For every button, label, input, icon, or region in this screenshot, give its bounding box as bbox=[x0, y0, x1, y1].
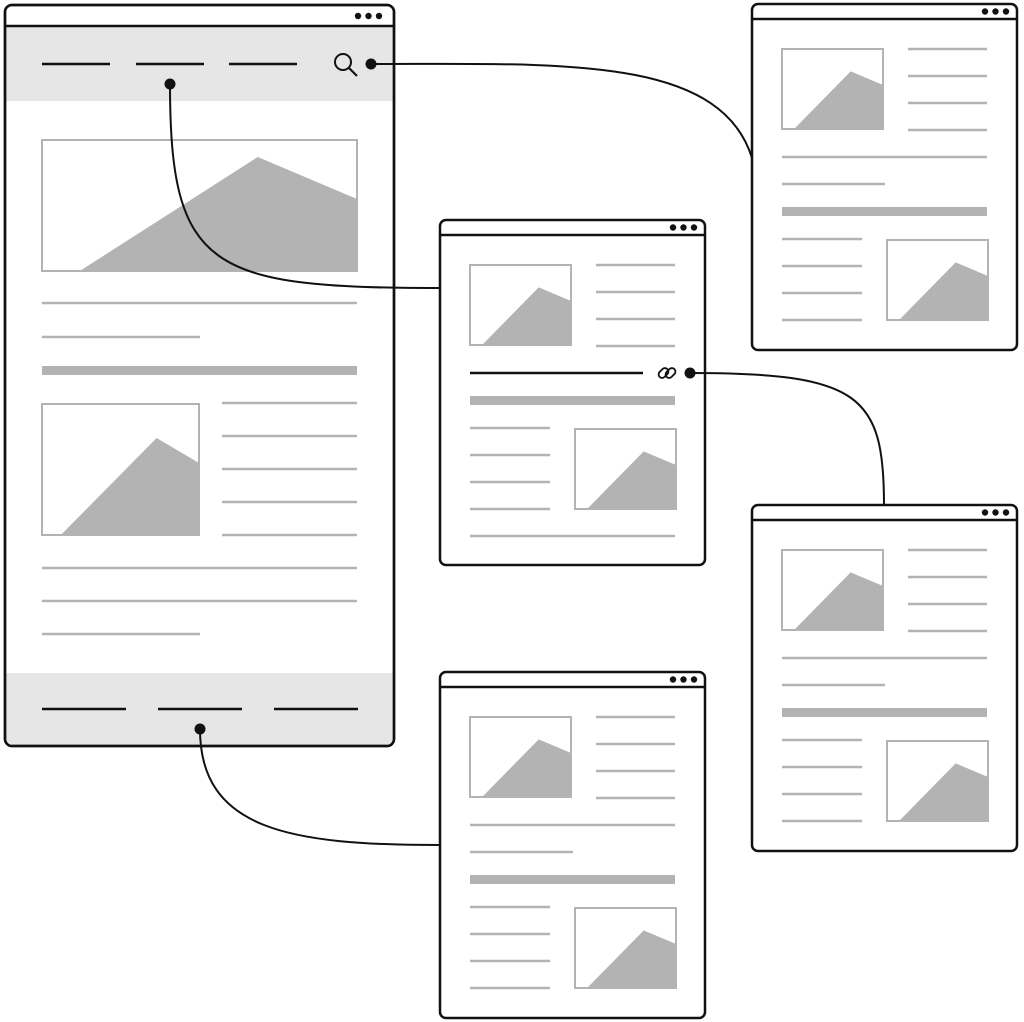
mountain-shape bbox=[587, 930, 676, 988]
page-connectors bbox=[164, 58, 885, 846]
mountain-shape bbox=[899, 763, 988, 821]
main-window-outline bbox=[3, 3, 396, 748]
window-dot bbox=[981, 509, 989, 516]
hero-image-placeholder bbox=[41, 139, 358, 272]
mountain-shape bbox=[482, 739, 571, 797]
linked-pages bbox=[438, 2, 1019, 1020]
window-dot bbox=[669, 224, 677, 231]
main-page-wireframe bbox=[3, 3, 396, 748]
window-controls[interactable] bbox=[981, 509, 1010, 516]
section-heading-bar bbox=[782, 708, 987, 717]
window-dot bbox=[365, 12, 372, 20]
nav-page bbox=[438, 218, 707, 567]
window-dot bbox=[1002, 509, 1010, 516]
search-handle bbox=[348, 67, 358, 77]
connector-dot bbox=[684, 367, 696, 379]
section-heading-bar bbox=[470, 875, 675, 884]
connector-line bbox=[199, 728, 441, 846]
window-dot bbox=[992, 8, 999, 15]
page-image-placeholder bbox=[469, 264, 572, 346]
search-lens bbox=[334, 53, 352, 71]
connector-search-to-results bbox=[365, 58, 753, 159]
window-controls[interactable] bbox=[669, 676, 698, 683]
window-dot bbox=[375, 12, 383, 20]
mountain-shape bbox=[587, 451, 676, 509]
mountain-shape bbox=[899, 262, 988, 320]
window-dot bbox=[992, 509, 999, 516]
search-results-page bbox=[750, 2, 1019, 352]
connector-footer-to-page bbox=[194, 723, 441, 846]
mountain-shape bbox=[79, 157, 358, 271]
window-dot bbox=[680, 676, 687, 683]
section-heading-bar bbox=[470, 396, 675, 405]
link-target-page bbox=[750, 503, 1019, 853]
page-image-placeholder bbox=[886, 239, 989, 321]
page-image-placeholder bbox=[574, 428, 677, 510]
section-heading-bar bbox=[42, 366, 357, 375]
connector-dot bbox=[365, 58, 377, 70]
page-image-placeholder bbox=[886, 740, 989, 822]
page-image-placeholder bbox=[781, 48, 884, 130]
connector-nav-to-page bbox=[164, 78, 441, 289]
link-ring bbox=[664, 367, 677, 379]
footer-page bbox=[438, 670, 707, 1020]
connector-line bbox=[169, 83, 441, 289]
window-dot bbox=[680, 224, 687, 231]
window-dot bbox=[981, 8, 989, 15]
connector-line bbox=[370, 62, 753, 159]
window-controls[interactable] bbox=[354, 12, 383, 20]
mountain-shape bbox=[794, 572, 883, 630]
window-dot bbox=[690, 676, 698, 683]
link-icon[interactable] bbox=[657, 367, 677, 380]
connector-dot bbox=[164, 78, 176, 90]
search-icon[interactable] bbox=[334, 53, 358, 77]
page-image-placeholder bbox=[574, 907, 677, 989]
window-controls[interactable] bbox=[669, 224, 698, 231]
page-image-placeholder bbox=[781, 549, 884, 631]
window-dot bbox=[1002, 8, 1010, 15]
connector-link-to-page bbox=[684, 367, 885, 506]
mountain-shape bbox=[60, 438, 200, 535]
mountain-shape bbox=[482, 287, 571, 345]
content-image-placeholder bbox=[41, 403, 200, 536]
window-dot bbox=[669, 676, 677, 683]
mountain-shape bbox=[794, 71, 883, 129]
connector-dot bbox=[194, 723, 206, 735]
window-dot bbox=[690, 224, 698, 231]
section-heading-bar bbox=[782, 207, 987, 216]
connector-line bbox=[689, 372, 885, 506]
window-controls[interactable] bbox=[981, 8, 1010, 15]
page-image-placeholder bbox=[469, 716, 572, 798]
window-dot bbox=[354, 12, 362, 20]
